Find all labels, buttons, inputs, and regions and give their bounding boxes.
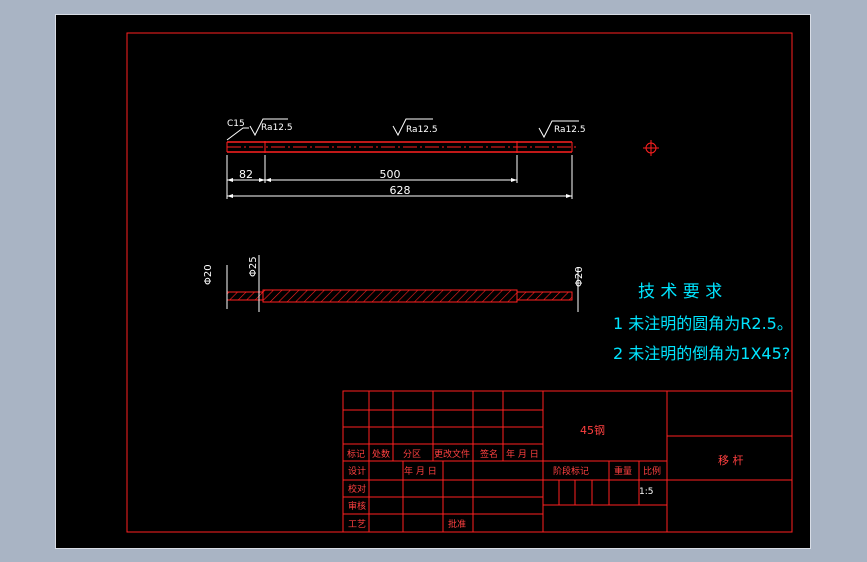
part-name: 移 杆 — [718, 453, 744, 467]
chamfer-leader — [226, 127, 249, 141]
notes-line-2: 2 未注明的倒角为1X45? — [613, 344, 790, 363]
dim-500: 500 — [380, 168, 401, 181]
roughness-symbol-3 — [538, 120, 579, 139]
label-design: 设计 — [348, 465, 366, 477]
cad-viewport[interactable]: C15 Ra12.5 Ra12.5 Ra12.5 82 500 628 — [55, 14, 811, 549]
section-view: Φ20 Φ25 Φ20 — [203, 255, 585, 312]
drawing-canvas: C15 Ra12.5 Ra12.5 Ra12.5 82 500 628 — [126, 32, 793, 533]
label-signature: 签名 — [480, 448, 498, 460]
notes-line-1: 1 未注明的圆角为R2.5。 — [613, 314, 793, 333]
roughness-label-3: Ra12.5 — [554, 125, 586, 135]
crosshair-icon — [643, 140, 659, 156]
roughness-label-1: Ra12.5 — [261, 123, 293, 133]
label-check: 校对 — [348, 483, 366, 495]
label-scale: 比例 — [643, 465, 661, 477]
label-review: 审核 — [348, 500, 366, 512]
label-zone: 分区 — [403, 449, 421, 460]
dim-arrows — [227, 178, 572, 198]
design-date: 年 月 日 — [404, 465, 437, 477]
section-end-left — [226, 291, 264, 301]
label-process: 工艺 — [348, 519, 366, 530]
part-view: C15 Ra12.5 Ra12.5 Ra12.5 82 500 628 — [226, 118, 586, 199]
technical-notes: 技 术 要 求 1 未注明的圆角为R2.5。 2 未注明的倒角为1X45? — [613, 282, 793, 363]
label-approve: 批准 — [448, 518, 466, 530]
roughness-symbol-2 — [392, 118, 433, 137]
title-block-text: 标记 处数 分区 更改文件 签名 年 月 日 设计 年 月 日 校对 审核 工艺… — [347, 424, 744, 530]
section-body — [262, 289, 518, 303]
label-date: 年 月 日 — [506, 448, 539, 460]
roughness-label-2: Ra12.5 — [406, 125, 438, 135]
dim-628: 628 — [390, 184, 411, 197]
label-count: 处数 — [372, 448, 390, 460]
notes-title: 技 术 要 求 — [638, 282, 722, 302]
dia-label-left: Φ20 — [203, 264, 214, 285]
dia-label-right: Φ20 — [574, 266, 585, 287]
material: 45钢 — [580, 424, 605, 437]
title-block — [342, 390, 793, 533]
chamfer-label: C15 — [227, 119, 245, 129]
label-mark: 标记 — [347, 448, 365, 460]
dim-82: 82 — [239, 168, 253, 181]
roughness-symbol-1 — [249, 118, 288, 137]
label-weight: 重量 — [614, 465, 632, 477]
section-end-right — [516, 291, 573, 301]
label-change-doc: 更改文件 — [434, 448, 470, 460]
dia-label-mid: Φ25 — [248, 256, 259, 277]
label-stage-mark: 阶段标记 — [553, 465, 589, 477]
scale-value: 1:5 — [639, 487, 653, 497]
